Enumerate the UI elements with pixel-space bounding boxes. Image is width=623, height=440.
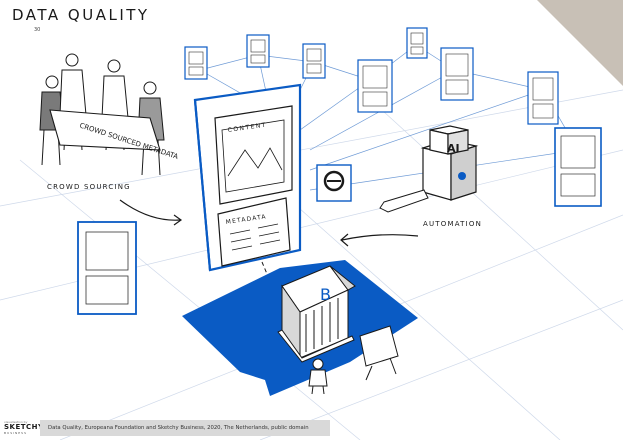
- crowd-sourcing-label: CROWD SOURCING: [47, 183, 131, 191]
- person: [59, 53, 87, 151]
- ai-label: AI: [447, 142, 460, 155]
- small-frame: [302, 43, 326, 79]
- brand-name: SKETCHY: [4, 423, 44, 431]
- small-frame: [246, 34, 270, 68]
- brand-small-text: visualisation by: [4, 420, 28, 424]
- europeana-logo-icon: [316, 164, 352, 202]
- easel: [359, 325, 399, 381]
- automation-label: AUTOMATION: [423, 220, 483, 228]
- footer-caption-bar: Data Quality, Europeana Foundation and S…: [40, 420, 330, 436]
- institution-building: B: [277, 265, 356, 363]
- small-frame: [527, 71, 559, 125]
- page-title: DATA QUALITY: [12, 6, 150, 24]
- small-frames: [77, 27, 602, 315]
- ai-box: AI: [420, 125, 479, 201]
- crowd-arrow: [119, 199, 181, 221]
- main-frame: CONTENT METADATA: [193, 83, 302, 272]
- building-letter: B: [320, 285, 331, 304]
- automation-arrow: [341, 234, 419, 241]
- brand-subtitle: BUSINESS: [4, 431, 27, 435]
- small-frame: [184, 46, 208, 80]
- sketchy-business-logo: visualisation by SKETCHY BUSINESS: [4, 420, 44, 435]
- small-frame: [357, 59, 393, 113]
- crowd-group: CROWD SOURCED METADATA: [39, 53, 179, 176]
- crowd-sign: [49, 109, 161, 151]
- metadata-tag-icon: [379, 189, 429, 213]
- frame-left: [77, 221, 137, 315]
- footer-caption: Data Quality, Europeana Foundation and S…: [48, 425, 309, 431]
- frame-right: [554, 127, 602, 207]
- small-frame: [406, 27, 428, 59]
- small-frame: [440, 47, 474, 101]
- page-number: 30: [34, 27, 41, 33]
- person: [308, 358, 328, 395]
